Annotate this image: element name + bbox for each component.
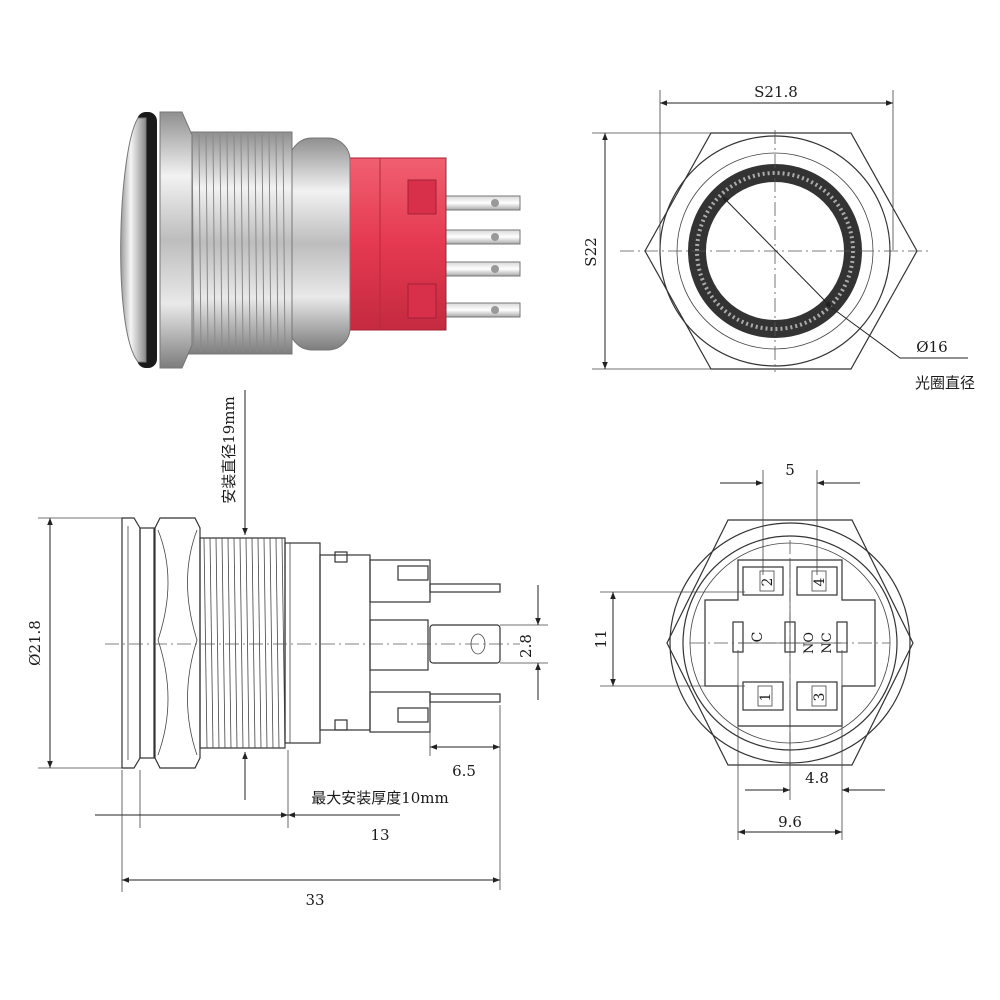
dim-ring-diameter: Ø16 bbox=[916, 338, 947, 356]
side-view: 安装直径19mm Ø21.8 2.8 6.5 最大安装厚度10mm 13 33 bbox=[26, 390, 548, 909]
hex-nut bbox=[159, 111, 193, 369]
terminal-pins bbox=[434, 195, 521, 318]
side-connector bbox=[319, 554, 371, 731]
dim-terminal-width: 2.8 bbox=[517, 634, 535, 658]
switch-head bbox=[120, 117, 147, 363]
ring-diameter-note: 光圈直径 bbox=[915, 374, 975, 392]
terminal-1: 1 bbox=[742, 681, 784, 711]
dim-mount-diameter: 安装直径19mm bbox=[220, 396, 238, 504]
side-hex-nut bbox=[154, 517, 201, 769]
svg-text:4: 4 bbox=[812, 577, 828, 586]
dim-top-spacing: 5 bbox=[785, 461, 795, 479]
svg-text:1: 1 bbox=[758, 693, 774, 702]
terminal-3: 3 bbox=[796, 681, 838, 711]
svg-text:3: 3 bbox=[812, 693, 828, 702]
contact-label-nc: NC bbox=[820, 632, 835, 653]
dim-max-panel-thickness: 最大安装厚度10mm bbox=[311, 789, 449, 807]
dim-terminal-length: 6.5 bbox=[452, 762, 476, 780]
dim-across-flats: S21.8 bbox=[754, 83, 798, 101]
contact-label-c: C bbox=[750, 632, 766, 643]
front-view: S21.8 S22 Ø16 光圈直径 bbox=[582, 83, 975, 392]
rear-collar bbox=[289, 137, 351, 351]
back-hex-outline bbox=[666, 519, 914, 766]
svg-text:2: 2 bbox=[760, 578, 776, 587]
side-head bbox=[121, 517, 141, 769]
dim-thread-length: 13 bbox=[370, 826, 389, 844]
dim-inner-spacing: 4.8 bbox=[805, 769, 829, 787]
red-terminal-housing bbox=[347, 157, 447, 331]
dim-total-length: 33 bbox=[305, 891, 324, 909]
dim-head-diameter: Ø21.8 bbox=[26, 620, 44, 666]
dim-side-spacing: 11 bbox=[592, 629, 610, 648]
switch-product-photo bbox=[120, 111, 521, 369]
back-view: 2 4 1 3 C NO NC bbox=[592, 461, 914, 840]
threaded-body bbox=[187, 131, 293, 355]
contact-label-no: NO bbox=[802, 632, 817, 654]
dim-outer-spacing: 9.6 bbox=[778, 813, 802, 831]
dim-across-corners: S22 bbox=[582, 237, 600, 266]
